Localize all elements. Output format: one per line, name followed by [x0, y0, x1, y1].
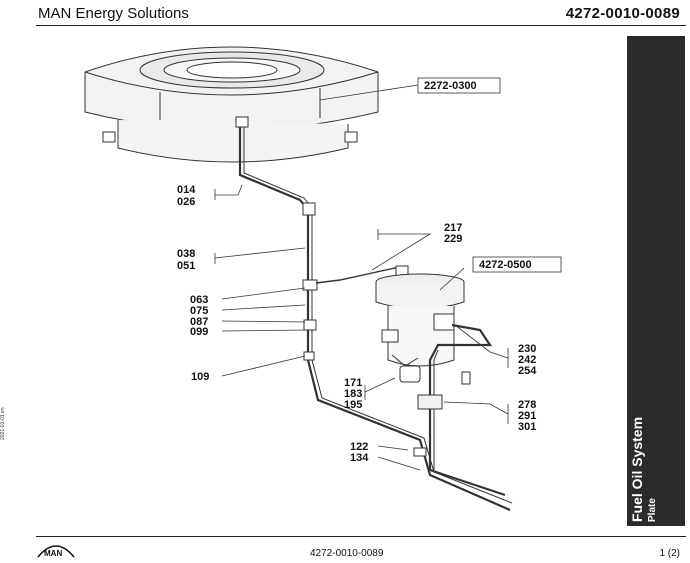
footer-rule [36, 536, 686, 537]
part-217: 217 [444, 222, 462, 234]
part-171: 171 [344, 377, 362, 389]
part-099: 099 [190, 326, 208, 338]
part-075: 075 [190, 305, 208, 317]
component-2272-0300 [84, 46, 379, 163]
part-109: 109 [191, 371, 209, 383]
part-291: 291 [518, 410, 536, 422]
part-051: 051 [177, 260, 195, 272]
ref-4272-0500: 4272-0500 [479, 259, 532, 271]
part-134: 134 [350, 452, 369, 464]
side-tab-subtitle: Plate [647, 498, 658, 522]
header-doc-number: 4272-0010-0089 [565, 5, 680, 22]
part-195: 195 [344, 399, 362, 411]
part-038: 038 [177, 248, 195, 260]
header-company: MAN Energy Solutions [38, 5, 189, 22]
part-230: 230 [518, 343, 536, 355]
part-026: 026 [177, 196, 195, 208]
ref-2272-0300: 2272-0300 [424, 80, 477, 92]
part-229: 229 [444, 233, 462, 245]
part-242: 242 [518, 354, 536, 366]
header-rule [36, 25, 686, 26]
part-301: 301 [518, 421, 536, 433]
part-278: 278 [518, 399, 536, 411]
part-087: 087 [190, 316, 208, 328]
part-183: 183 [344, 388, 362, 400]
footer-doc-number: 4272-0010-0089 [310, 548, 384, 559]
footer-page: 1 (2) [659, 548, 680, 559]
component-4272-0500 [375, 273, 465, 383]
part-254: 254 [518, 365, 537, 377]
man-logo: MAN [37, 545, 75, 558]
part-122: 122 [350, 441, 368, 453]
side-tab-title: Fuel Oil System [629, 416, 645, 522]
side-tab [627, 36, 685, 526]
part-063: 063 [190, 294, 208, 306]
part-014: 014 [177, 184, 196, 196]
man-logo-text: MAN [44, 549, 62, 558]
